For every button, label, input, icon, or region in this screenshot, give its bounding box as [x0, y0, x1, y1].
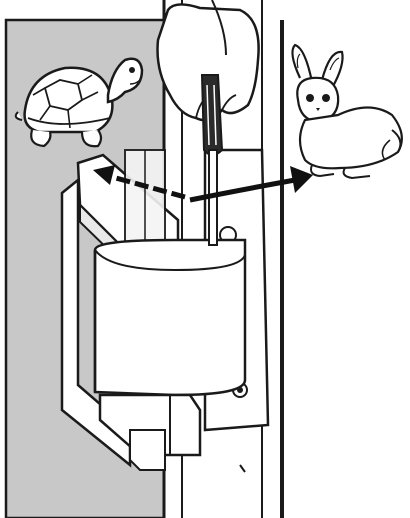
screwdriver-handle — [202, 75, 222, 155]
faster-arrowhead — [290, 166, 313, 193]
rabbit-icon — [292, 45, 401, 178]
hinge-barrel — [95, 240, 245, 395]
frame-mark — [240, 465, 245, 472]
